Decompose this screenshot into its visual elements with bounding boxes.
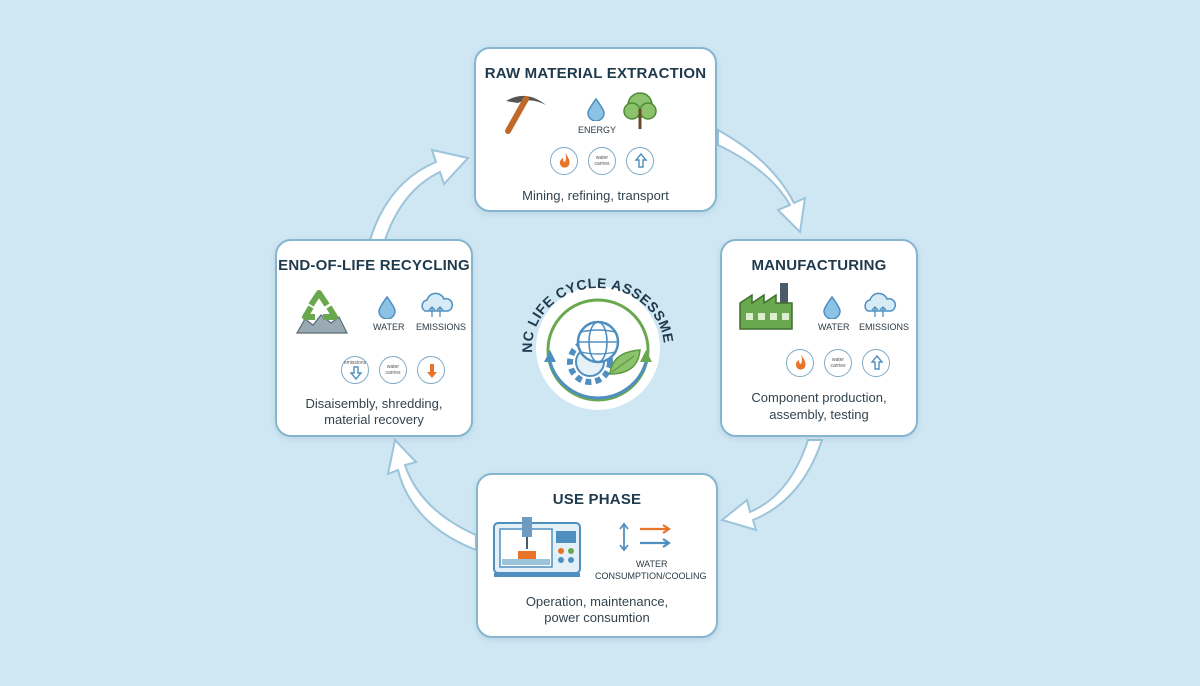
power-flow-icon	[619, 522, 671, 552]
arrow-down-orange-icon	[427, 364, 437, 378]
tree-icon	[623, 92, 657, 129]
manufacturing-title: MANUFACTURING	[751, 257, 887, 274]
energy-down-badge	[417, 356, 445, 384]
card-end-of-life-recycling: END-OF-LIFE RECYCLING WATER EMISSIONS em…	[275, 239, 473, 437]
use-description-line2: power consumtion	[544, 610, 650, 625]
eol-description-line2: material recovery	[324, 412, 424, 427]
raw-label-energy: ENERGY	[578, 125, 617, 135]
arrow-eol-to-raw	[368, 148, 470, 241]
fire-badge	[550, 147, 578, 175]
arrow-manufacturing-to-use	[719, 439, 824, 532]
arrow-up-icon	[634, 152, 648, 168]
factory-icon	[739, 283, 793, 330]
water-drop-icon	[823, 295, 841, 319]
raw-description: Mining, refining, transport	[522, 188, 669, 203]
emissions-up-badge	[862, 349, 890, 377]
arrow-use-to-eol	[386, 437, 477, 552]
pickaxe-icon	[505, 95, 546, 134]
use-label-line1: WATER	[636, 559, 668, 569]
raw-title: RAW MATERIAL EXTRACTION	[484, 65, 707, 82]
arrow-up-icon	[870, 354, 884, 370]
water-carries-badge: water carries	[379, 356, 407, 384]
eol-label-water: WATER	[373, 322, 405, 332]
water-carries-badge: water carries	[824, 349, 852, 377]
water-drop-icon	[378, 295, 396, 319]
manufacturing-description-line2: assembly, testing	[769, 407, 869, 422]
center-title: CNC LIFE CYCLE ASSESSMENT	[510, 270, 676, 353]
arrow-raw-to-manufacturing	[717, 128, 807, 235]
arrow-down-icon	[349, 366, 363, 381]
eol-label-emissions: EMISSIONS	[416, 322, 467, 332]
eol-title: END-OF-LIFE RECYCLING	[278, 257, 470, 274]
use-title: USE PHASE	[552, 491, 642, 508]
cloud-emissions-icon	[421, 292, 454, 317]
recycle-icon	[295, 290, 348, 334]
manufacturing-description-line1: Component production,	[751, 390, 887, 405]
water-carries-badge: water carries	[588, 147, 616, 175]
use-label-line2: CONSUMPTION/COOLING	[595, 571, 707, 581]
center-emblem: CNC LIFE CYCLE ASSESSMENT	[510, 270, 685, 415]
svg-text:CNC LIFE CYCLE ASSESSMENT: CNC LIFE CYCLE ASSESSMENT	[510, 270, 677, 353]
manufacturing-label-water: WATER	[818, 322, 850, 332]
cnc-machine-icon	[493, 517, 581, 577]
manufacturing-label-emissions: EMISSIONS	[859, 322, 910, 332]
water-drop-icon	[587, 97, 605, 121]
fire-icon	[795, 355, 806, 370]
eol-description-line1: Disaisembly, shredding,	[305, 396, 443, 411]
emissions-up-badge	[626, 147, 654, 175]
fire-badge	[786, 349, 814, 377]
use-description-line1: Operation, maintenance,	[525, 594, 669, 609]
fire-icon	[559, 153, 570, 168]
emissions-down-badge: emissions	[341, 356, 369, 384]
card-use-phase: USE PHASE WATER CONSUMPTION/COOLING Oper…	[476, 473, 718, 638]
card-manufacturing: MANUFACTURING WATER EMISSIONS water carr…	[720, 239, 918, 437]
cloud-emissions-icon	[864, 292, 897, 317]
card-raw-material-extraction: RAW MATERIAL EXTRACTION ENERGY water car…	[474, 47, 717, 212]
